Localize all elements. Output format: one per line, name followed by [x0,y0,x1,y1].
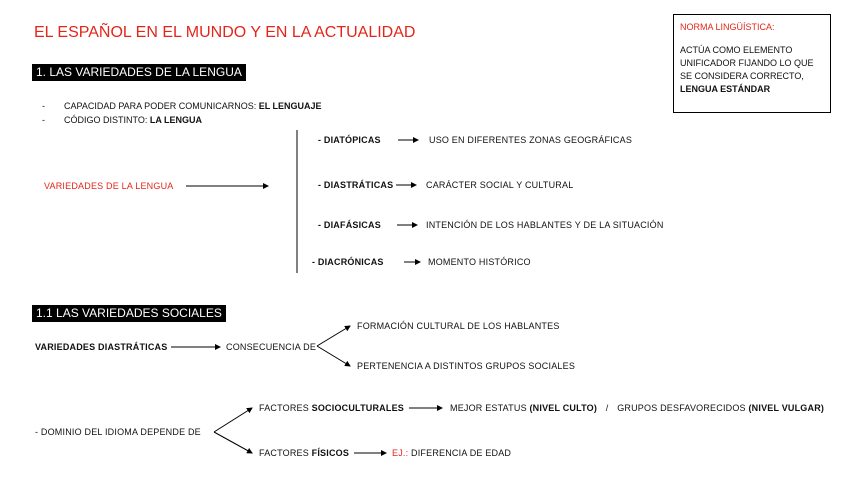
branch-arrow-up [316,325,351,347]
socio-result-1: MEJOR ESTATUS [450,403,527,413]
bullet-item: -CÓDIGO DISTINTO: LA LENGUA [42,115,203,125]
socio-result-1-bold: (NIVEL CULTO) [529,403,598,413]
variety-desc: MOMENTO HISTÓRICO [428,257,531,267]
ej-text: DIFERENCIA DE EDAD [411,448,512,458]
consecuencia-label: CONSECUENCIA DE [226,342,317,352]
norma-linguistica-box: NORMA LINGÜÍSTICA: ACTÚA COMO ELEMENTO U… [673,14,831,113]
socio-results: MEJOR ESTATUS (NIVEL CULTO) / GRUPOS DES… [450,403,824,413]
variety-name: - DIACRÓNICAS [312,257,384,267]
norma-title: NORMA LINGÜÍSTICA: [680,22,775,32]
factores-fisicos: FACTORES FÍSICOS [259,448,349,458]
bullet-text: CÓDIGO DISTINTO: [64,115,148,125]
variety-desc: CARÁCTER SOCIAL Y CULTURAL [426,180,574,190]
consecuencia-item: PERTENENCIA A DISTINTOS GRUPOS SOCIALES [357,361,576,371]
ejemplo: EJ.: DIFERENCIA DE EDAD [392,448,511,458]
bullet-item: -CAPACIDAD PARA PODER COMUNICARNOS: EL L… [42,101,322,111]
factores-fis-bold: FÍSICOS [311,448,350,458]
page-title: EL ESPAÑOL EN EL MUNDO Y EN LA ACTUALIDA… [34,24,416,41]
ej-label: EJ.: [392,448,409,458]
consecuencia-item: FORMACIÓN CULTURAL DE LOS HABLANTES [357,321,560,331]
branch-arrow-down [316,345,351,367]
factores-socio-bold: SOCIOCULTURALES [311,403,404,413]
norma-body: ACTÚA COMO ELEMENTO UNIFICADOR FIJANDO L… [680,45,814,81]
variety-name: - DIASTRÁTICAS [318,180,394,190]
variety-name: - DIATÓPICAS [318,135,381,145]
diastraticas-label: VARIEDADES DIASTRÁTICAS [35,342,168,352]
socio-separator: / [605,403,609,413]
varieties-root-label: VARIEDADES DE LA LENGUA [44,181,174,191]
factores-prefix: FACTORES [259,403,309,413]
section-1-heading: 1. LAS VARIEDADES DE LA LENGUA [32,64,246,81]
dominio-arrow-down [213,431,253,454]
variety-desc: USO EN DIFERENTES ZONAS GEOGRÁFICAS [429,135,633,145]
variety-name: - DIAFÁSICAS [318,220,381,230]
bullet-text: CAPACIDAD PARA PODER COMUNICARNOS: [64,101,257,111]
factores-prefix: FACTORES [259,448,309,458]
variety-desc: INTENCIÓN DE LOS HABLANTES Y DE LA SITUA… [426,220,664,230]
bullet-bold: EL LENGUAJE [258,101,322,111]
socio-result-2: GRUPOS DESFAVORECIDOS [617,403,746,413]
socio-result-2-bold: (NIVEL VULGAR) [748,403,825,413]
dominio-label: - DOMINIO DEL IDIOMA DEPENDE DE [35,427,201,437]
norma-bold: LENGUA ESTÁNDAR [680,84,771,94]
factores-socioculturales: FACTORES SOCIOCULTURALES [259,403,404,413]
section-2-heading: 1.1 LAS VARIEDADES SOCIALES [32,305,226,322]
bullet-bold: LA LENGUA [149,115,203,125]
dominio-arrow-up [213,407,253,433]
